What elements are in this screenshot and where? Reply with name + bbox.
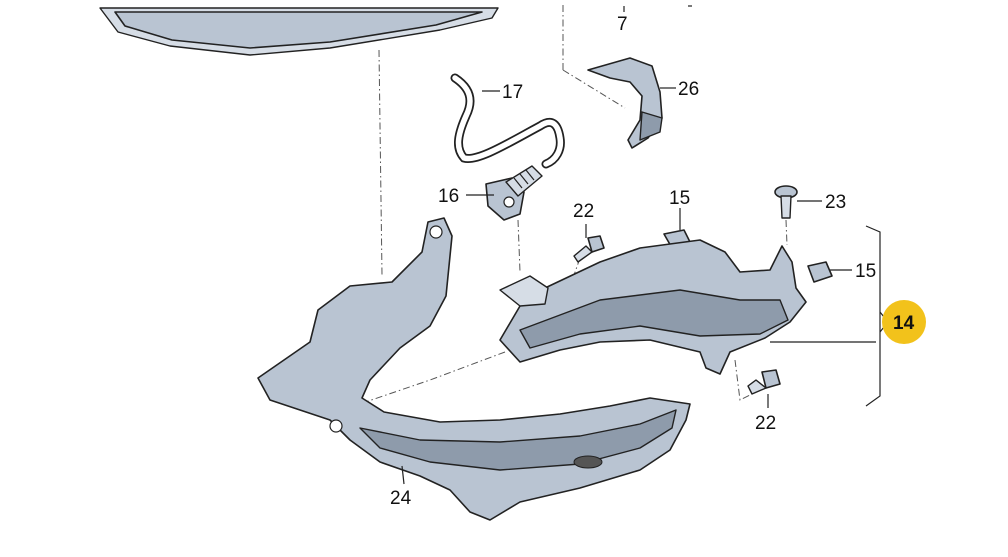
carrier-frame-24-pivot <box>329 419 343 433</box>
callout-16: 16 <box>438 186 459 207</box>
bracket-26-foot <box>639 111 663 141</box>
hose-17 <box>450 73 565 169</box>
carrier-frame-24-slot <box>573 455 603 469</box>
grommet-16-hole <box>503 196 515 208</box>
callout-24: 24 <box>390 488 412 509</box>
group-bracket-14-line <box>865 225 881 407</box>
callout-labels: 7 17 26 16 22 15 23 15 14 22 24 <box>390 14 915 509</box>
callout-14-highlight-badge <box>882 300 926 344</box>
headlamp-housing <box>99 7 499 56</box>
screw-23-shank <box>780 195 792 219</box>
holder-14-left-tab <box>499 275 549 307</box>
holder-14-channel <box>519 289 789 349</box>
screw-22-upper-shank <box>573 245 593 263</box>
carrier-frame-24 <box>257 217 691 521</box>
assembly-line-16 <box>517 219 521 273</box>
carrier-frame-24-rail <box>359 409 677 471</box>
screw-22-lower <box>747 369 781 395</box>
assembly-line-22b <box>734 359 761 401</box>
callout-17: 17 <box>502 82 523 103</box>
callout-23: 23 <box>825 192 846 213</box>
assembly-line-23 <box>785 219 788 246</box>
leader-lines <box>401 5 876 485</box>
grommet-16-ribbed-stem <box>505 165 543 197</box>
callout-26: 26 <box>678 79 699 100</box>
hose-17-body <box>452 75 564 167</box>
callout-7: 7 <box>617 14 628 35</box>
callout-15-right: 15 <box>855 261 876 282</box>
callout-14: 14 <box>893 313 915 334</box>
callout-22-lower: 22 <box>755 413 776 434</box>
clip-nut-15-right-body <box>807 261 833 283</box>
screw-22-lower-shank <box>747 379 767 395</box>
screw-23 <box>774 185 798 219</box>
carrier-frame-24-mount-hole <box>429 225 443 239</box>
assembly-line-bracket-26 <box>562 69 626 109</box>
screw-22-upper-head <box>587 235 605 253</box>
screw-22-upper <box>573 235 605 263</box>
holder-14 <box>499 239 807 375</box>
headlamp-housing-inner <box>114 11 483 49</box>
callout-22-upper: 22 <box>573 201 594 222</box>
clip-nut-15-right <box>807 261 833 283</box>
bracket-26 <box>587 57 663 149</box>
leader-24 <box>401 465 405 485</box>
screw-22-lower-head <box>761 369 781 389</box>
grommet-16 <box>485 165 543 221</box>
assembly-line-headlamp <box>378 49 383 276</box>
callout-15-upper: 15 <box>669 188 690 209</box>
